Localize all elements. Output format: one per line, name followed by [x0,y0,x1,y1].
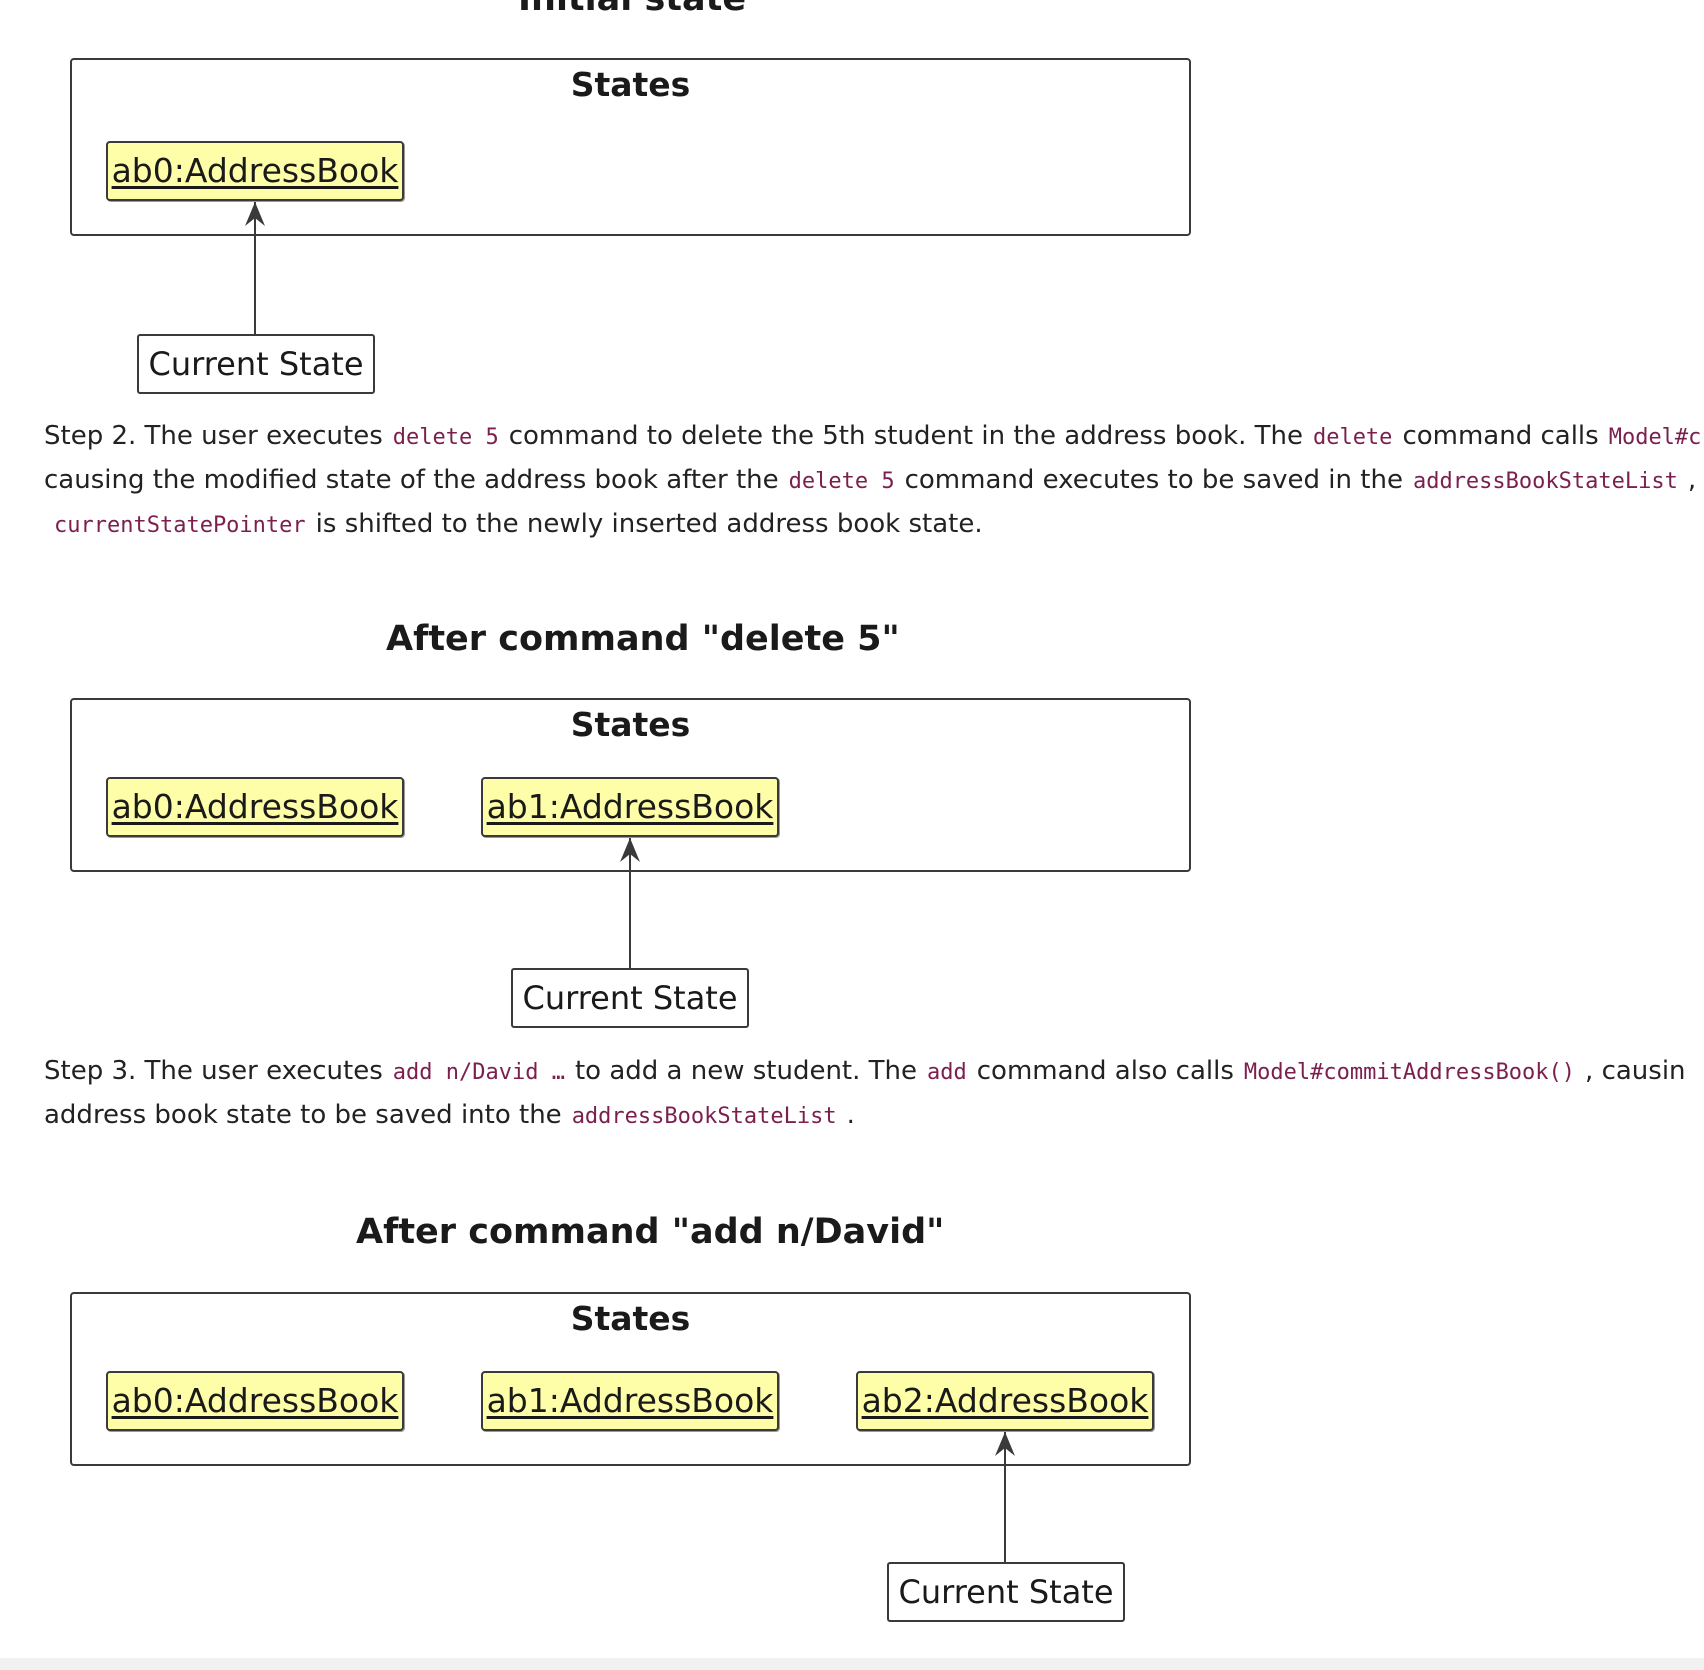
pointer-arrow [245,202,265,334]
text: command also calls [976,1056,1234,1086]
page-bottom-strip [0,1658,1704,1670]
inline-code: add n/David … [392,1060,565,1085]
text: , causin [1585,1056,1686,1086]
text: is shifted to the newly inserted address… [315,509,983,539]
object-label: ab2:AddressBook [861,1381,1149,1420]
pointer-arrow [620,838,640,970]
object-label: ab0:AddressBook [111,1381,399,1420]
inline-code: addressBookStateList [571,1104,837,1129]
step-2-paragraph: Step 2. The user executes delete 5 command… [44,415,1704,547]
frame-label: States [570,65,691,104]
address-book-object: ab0:AddressBook [106,777,404,837]
address-book-object: ab1:AddressBook [481,1371,779,1431]
inline-code: addressBookStateList [1412,469,1678,494]
frame-label: States [570,705,691,744]
diagram-title: After command "add n/David" [356,1212,945,1252]
object-label: ab1:AddressBook [486,1381,774,1420]
address-book-object: ab1:AddressBook [481,777,779,837]
current-state-pointer: Current State [887,1562,1125,1622]
diagram-title: After command "delete 5" [386,619,900,659]
address-book-object: ab0:AddressBook [106,141,404,201]
text: address book state to be saved into the [44,1100,562,1130]
step-3-paragraph: Step 3. The user executes add n/David … to… [44,1050,1704,1138]
object-label: ab1:AddressBook [486,787,774,826]
inline-code: delete 5 [788,469,895,494]
address-book-object: ab0:AddressBook [106,1371,404,1431]
text: Step 3. The user executes [44,1056,383,1086]
text: causing the modified state of the addres… [44,465,779,495]
inline-code: Model#commitAddressBook() [1243,1060,1576,1085]
text: command to delete the 5th student in the… [508,421,1303,451]
text: . [846,1100,855,1130]
current-state-label: Current State [522,979,738,1017]
inline-code: add [927,1060,967,1085]
text: command calls [1402,421,1599,451]
inline-code: currentStatePointer [54,513,306,538]
inline-code: Model#c [1608,425,1702,450]
text: Step 2. The user executes [44,421,383,451]
diagram-title: Initial state [518,0,746,17]
pointer-arrow [995,1432,1015,1564]
text: , [1687,465,1697,495]
current-state-pointer: Current State [137,334,375,394]
current-state-label: Current State [148,345,364,383]
text: to add a new student. The [574,1056,918,1086]
inline-code: delete 5 [392,425,499,450]
address-book-object: ab2:AddressBook [856,1371,1154,1431]
object-label: ab0:AddressBook [111,151,399,190]
current-state-label: Current State [898,1573,1114,1611]
text: command executes to be saved in the [904,465,1403,495]
frame-label: States [570,1299,691,1338]
inline-code: delete [1312,425,1393,450]
current-state-pointer: Current State [511,968,749,1028]
object-label: ab0:AddressBook [111,787,399,826]
